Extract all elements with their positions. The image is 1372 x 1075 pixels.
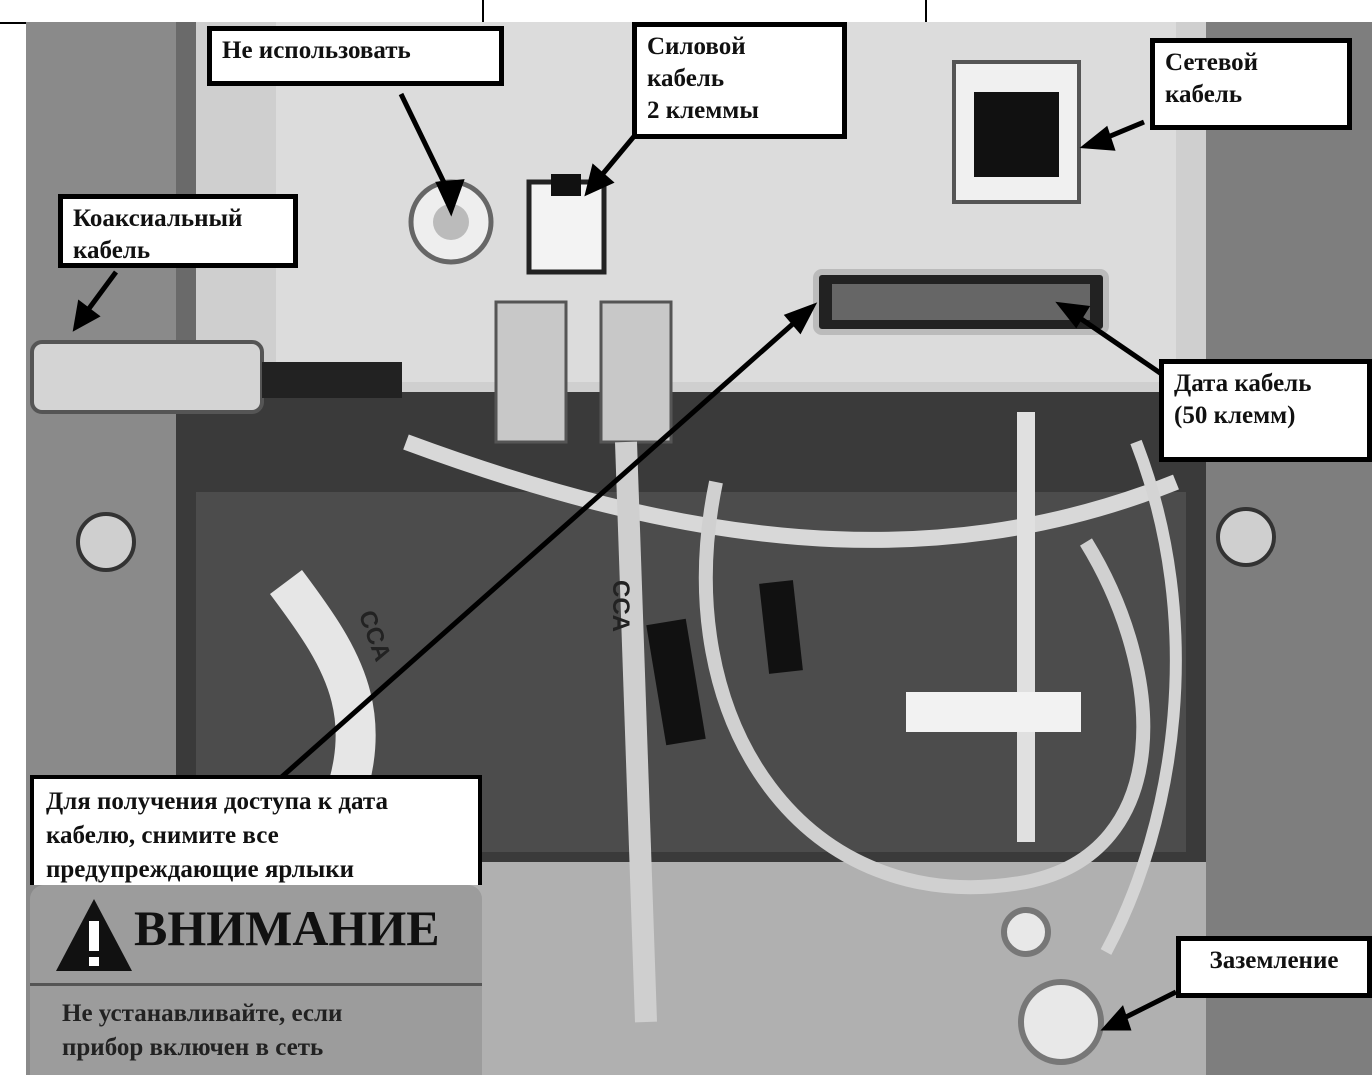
warning-divider bbox=[30, 983, 482, 986]
warning-title: ВНИМАНИЕ bbox=[134, 900, 440, 956]
label-power-cable: Силовой кабель 2 клеммы bbox=[632, 22, 847, 139]
table-top-strip bbox=[0, 0, 1372, 24]
label-network-cable: Сетевой кабель bbox=[1150, 38, 1352, 130]
label-data-cable: Дата кабель (50 клемм) bbox=[1159, 359, 1372, 462]
label-do-not-use: Не использовать bbox=[207, 26, 504, 86]
warning-text: Не устанавливайте, если прибор включен в… bbox=[62, 1000, 343, 1061]
warning-triangle-icon bbox=[56, 899, 132, 971]
warning-sticker: ВНИМАНИЕ Не устанавливайте, если прибор … bbox=[30, 885, 482, 1075]
label-access-note: Для получения доступа к дата кабелю, сни… bbox=[30, 775, 482, 885]
table-divider bbox=[925, 0, 927, 22]
label-ground: Заземление bbox=[1176, 936, 1372, 998]
label-coax-cable: Коаксиальный кабель bbox=[58, 194, 298, 268]
cable-mark-text: CCA bbox=[607, 580, 634, 632]
warning-sticker-header: ВНИМАНИЕ bbox=[30, 885, 482, 983]
table-divider bbox=[482, 0, 484, 22]
